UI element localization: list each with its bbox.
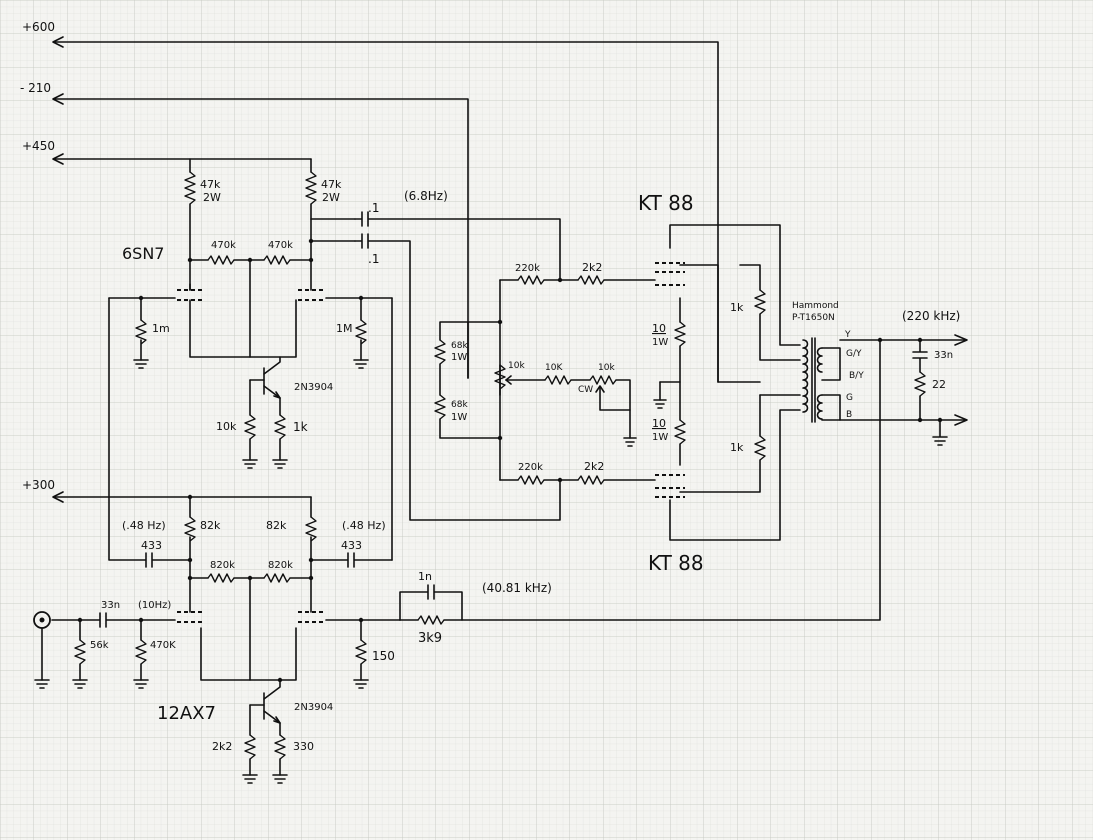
label-r68k-b: 68k	[451, 400, 468, 410]
label-transformer-name-2: P-T1650N	[792, 313, 835, 323]
label-r150: 150	[372, 649, 395, 663]
output-stage	[653, 224, 801, 541]
label-r2k2-top: 2k2	[582, 261, 602, 274]
label-2w-left: 2W	[203, 191, 221, 204]
label-cap-u1-a: .1	[368, 201, 379, 215]
label-r1m-left: 1m	[152, 322, 170, 335]
label-plus600: +600	[22, 20, 55, 34]
label-f220k: (220 kHz)	[902, 309, 960, 323]
label-tap-b: B	[846, 410, 852, 420]
rail-plus450	[52, 153, 312, 165]
label-tube-kt88-top: KT 88	[638, 191, 694, 215]
rail-plus300	[52, 491, 312, 503]
label-r1k-b: 1k	[730, 441, 744, 454]
label-r1k-tail: 1k	[293, 420, 308, 434]
transistor-upper	[242, 356, 288, 469]
label-2n3904-upper: 2N3904	[294, 382, 333, 393]
label-r820k-a: 820k	[210, 560, 235, 571]
label-f40k: (40.81 kHz)	[482, 581, 552, 595]
label-tap-y: Y	[844, 330, 851, 340]
label-r82k-left: 82k	[200, 519, 221, 532]
label-r82k-right: 82k	[266, 519, 287, 532]
label-f048-left: (.48 Hz)	[122, 519, 166, 532]
label-r10-a: 10	[652, 322, 666, 335]
label-r10k-mid: 10K	[545, 363, 563, 373]
label-r220k-top: 220k	[515, 263, 540, 274]
label-f10: (10Hz)	[138, 600, 171, 611]
label-f048-right: (.48 Hz)	[342, 519, 386, 532]
tube-12ax7	[177, 611, 324, 623]
label-2w-right: 2W	[322, 191, 340, 204]
input-stage	[33, 339, 881, 689]
transistor-lower	[242, 679, 288, 784]
label-r1k-a: 1k	[730, 301, 744, 314]
label-plus300: +300	[22, 478, 55, 492]
label-tube-kt88-bottom: KT 88	[648, 551, 704, 575]
label-transformer-name-1: Hammond	[792, 301, 839, 311]
label-r22: 22	[932, 378, 946, 391]
label-c33n-out: 33n	[934, 350, 953, 361]
label-r10-b: 10	[652, 417, 666, 430]
label-tap-gy: G/Y	[846, 349, 862, 359]
label-r10k-tail: 10k	[216, 420, 237, 433]
output-transformer	[802, 334, 968, 446]
label-r470k-in: 470K	[150, 640, 176, 651]
label-cw: CW	[578, 385, 593, 395]
label-tap-g: G	[846, 393, 853, 403]
label-plus450: +450	[22, 139, 55, 153]
label-f6-8: (6.8Hz)	[404, 189, 448, 203]
rail-minus210	[52, 93, 469, 379]
tube-6sn7	[177, 283, 324, 301]
label-2n3904-lower: 2N3904	[294, 702, 333, 713]
label-r3k9: 3k9	[418, 631, 442, 646]
label-r2k2-bot: 2k2	[584, 460, 604, 473]
label-r470k-b: 470k	[268, 240, 293, 251]
label-1w-d: 1W	[652, 432, 668, 443]
bias-network	[434, 275, 656, 485]
label-r470k-a: 470k	[211, 240, 236, 251]
label-r1m-right: 1M	[336, 322, 353, 335]
driver-stage	[108, 158, 393, 561]
label-tube-12ax7: 12AX7	[157, 703, 216, 724]
label-1w-c: 1W	[652, 337, 668, 348]
label-1w-a: 1W	[451, 352, 467, 363]
label-r47k-left: 47k	[200, 178, 221, 191]
label-r2k2-tail: 2k2	[212, 740, 232, 753]
coupling-caps	[354, 211, 561, 521]
label-minus210: - 210	[20, 81, 51, 95]
label-r56k: 56k	[90, 640, 109, 651]
label-tap-by: B/Y	[849, 371, 864, 381]
label-r330: 330	[293, 740, 314, 753]
label-r820k-b: 820k	[268, 560, 293, 571]
label-r10k-pot: 10k	[508, 361, 525, 371]
label-c33n-in: 33n	[101, 600, 120, 611]
label-r10k-cw: 10k	[598, 363, 615, 373]
label-tube-6sn7: 6SN7	[122, 244, 164, 263]
label-r220k-bot: 220k	[518, 462, 543, 473]
label-c1n: 1n	[418, 570, 432, 583]
label-r68k-a: 68k	[451, 341, 468, 351]
label-c433-left: 433	[141, 539, 162, 552]
label-cap-u1-b: .1	[368, 252, 379, 266]
label-1w-b: 1W	[451, 412, 467, 423]
label-r47k-right: 47k	[321, 178, 342, 191]
label-c433-right: 433	[341, 539, 362, 552]
